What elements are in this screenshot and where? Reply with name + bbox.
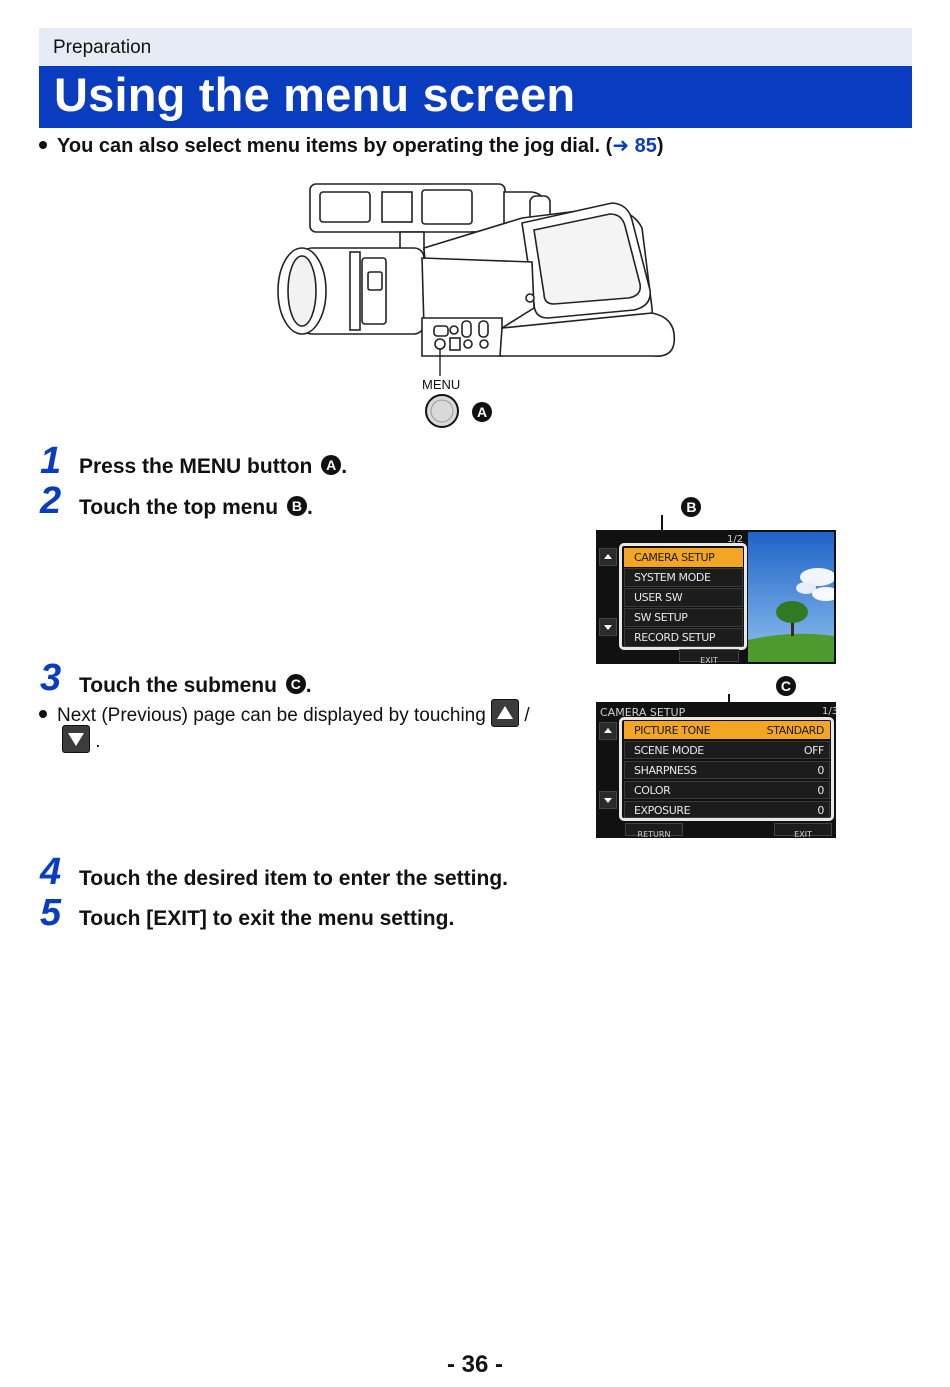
- menu-item[interactable]: USER SW: [624, 588, 743, 607]
- step-number: 2: [40, 480, 62, 522]
- submenu-item[interactable]: SCENE MODE OFF: [624, 741, 830, 759]
- callout-b: B: [681, 497, 702, 517]
- return-button[interactable]: RETURN: [625, 823, 683, 839]
- submenu-item[interactable]: EXPOSURE 0: [624, 801, 830, 818]
- submenu-item[interactable]: PICTURE TONE STANDARD: [624, 721, 830, 739]
- scroll-down-arrow[interactable]: [599, 618, 617, 636]
- step-1-end: .: [341, 455, 348, 478]
- title-band: [39, 66, 912, 128]
- step-1-text: Press the MENU button: [79, 455, 319, 478]
- page-number: - 36 -: [446, 1351, 503, 1378]
- step-5-text: Touch [EXIT] to exit the menu setting.: [79, 907, 455, 930]
- exit-button[interactable]: EXIT: [679, 649, 739, 665]
- step-3-note-cont: .: [62, 725, 101, 756]
- step-text: Touch the top menu B.: [79, 496, 313, 520]
- step-4-text: Touch the desired item to enter the sett…: [79, 867, 508, 890]
- item-value: STANDARD: [766, 724, 825, 737]
- scroll-down-arrow[interactable]: [599, 791, 617, 809]
- step-2-text: Touch the top menu: [79, 496, 284, 519]
- note-slash: /: [524, 705, 530, 727]
- item-value: 0: [817, 764, 824, 777]
- page-indicator: 1/2: [727, 534, 744, 545]
- intro-note: You can also select menu items by operat…: [39, 133, 664, 158]
- step-3-note: Next (Previous) page can be displayed by…: [39, 699, 569, 730]
- return-label: RETURN: [637, 830, 671, 839]
- callout-b-inline: B: [286, 496, 307, 517]
- section-label: Preparation: [53, 37, 152, 58]
- camcorder-illustration: [277, 183, 676, 428]
- exit-label: EXIT: [700, 656, 718, 665]
- live-view-preview: [748, 532, 834, 662]
- submenu-title: CAMERA SETUP: [600, 706, 686, 719]
- step-number: 5: [40, 892, 62, 934]
- step-number: 4: [40, 851, 62, 893]
- step-3-text: Touch the submenu: [79, 674, 283, 697]
- intro-text: You can also select menu items by operat…: [57, 135, 613, 157]
- top-menu-frame: [619, 543, 747, 650]
- menu-item[interactable]: SYSTEM MODE: [624, 568, 743, 587]
- callout-a-inline: A: [321, 455, 342, 476]
- item-label: COLOR: [634, 784, 671, 797]
- callout-c-inline: C: [285, 674, 306, 695]
- page-up-key-icon: [491, 699, 520, 727]
- item-label: SHARPNESS: [634, 764, 697, 777]
- page-down-key-icon: [62, 725, 90, 753]
- item-value: 0: [817, 804, 824, 817]
- bullet-dot: [39, 140, 47, 149]
- exit-label: EXIT: [794, 830, 812, 839]
- item-label: SCENE MODE: [634, 744, 704, 757]
- page-link[interactable]: ➜ 85: [612, 135, 657, 157]
- page-indicator: 1/3: [822, 706, 839, 717]
- exit-button[interactable]: EXIT: [774, 823, 832, 839]
- menu-item[interactable]: CAMERA SETUP: [624, 548, 743, 567]
- step-text: Touch the submenu C.: [79, 674, 312, 698]
- page-title: Using the menu screen: [54, 68, 576, 121]
- menu-item[interactable]: SW SETUP: [624, 608, 743, 627]
- item-label: PICTURE TONE: [634, 724, 711, 737]
- menu-button-on-camera: [434, 338, 446, 350]
- item-value: 0: [817, 784, 824, 797]
- submenu-frame: [619, 717, 834, 821]
- step-number: 1: [40, 440, 62, 482]
- submenu-item[interactable]: COLOR 0: [624, 781, 830, 799]
- scroll-up-arrow[interactable]: [599, 722, 617, 740]
- intro-close: ): [656, 135, 664, 157]
- step-3-end: .: [305, 674, 312, 697]
- menu-label: MENU: [422, 377, 461, 392]
- scroll-up-arrow[interactable]: [599, 548, 617, 566]
- note-text: Next (Previous) page can be displayed by…: [57, 705, 492, 727]
- menu-item[interactable]: RECORD SETUP: [624, 628, 743, 647]
- submenu-item[interactable]: SHARPNESS 0: [624, 761, 830, 779]
- submenu-screen: CAMERA SETUP 1/3 PICTURE TONE STANDARD SC…: [596, 702, 839, 839]
- step-number: 3: [40, 657, 62, 699]
- top-menu-screen: 1/2 CAMERA SETUP SYSTEM MODE USER SW SW …: [596, 530, 836, 665]
- note-end: .: [95, 731, 101, 753]
- step-2-end: .: [306, 496, 313, 519]
- item-label: EXPOSURE: [634, 804, 691, 817]
- section-band: [39, 28, 912, 66]
- callout-a: A: [472, 402, 492, 422]
- callout-c: C: [775, 676, 796, 696]
- step-text: Press the MENU button A.: [79, 455, 347, 479]
- item-value: OFF: [803, 744, 825, 757]
- bullet-dot: [39, 710, 47, 718]
